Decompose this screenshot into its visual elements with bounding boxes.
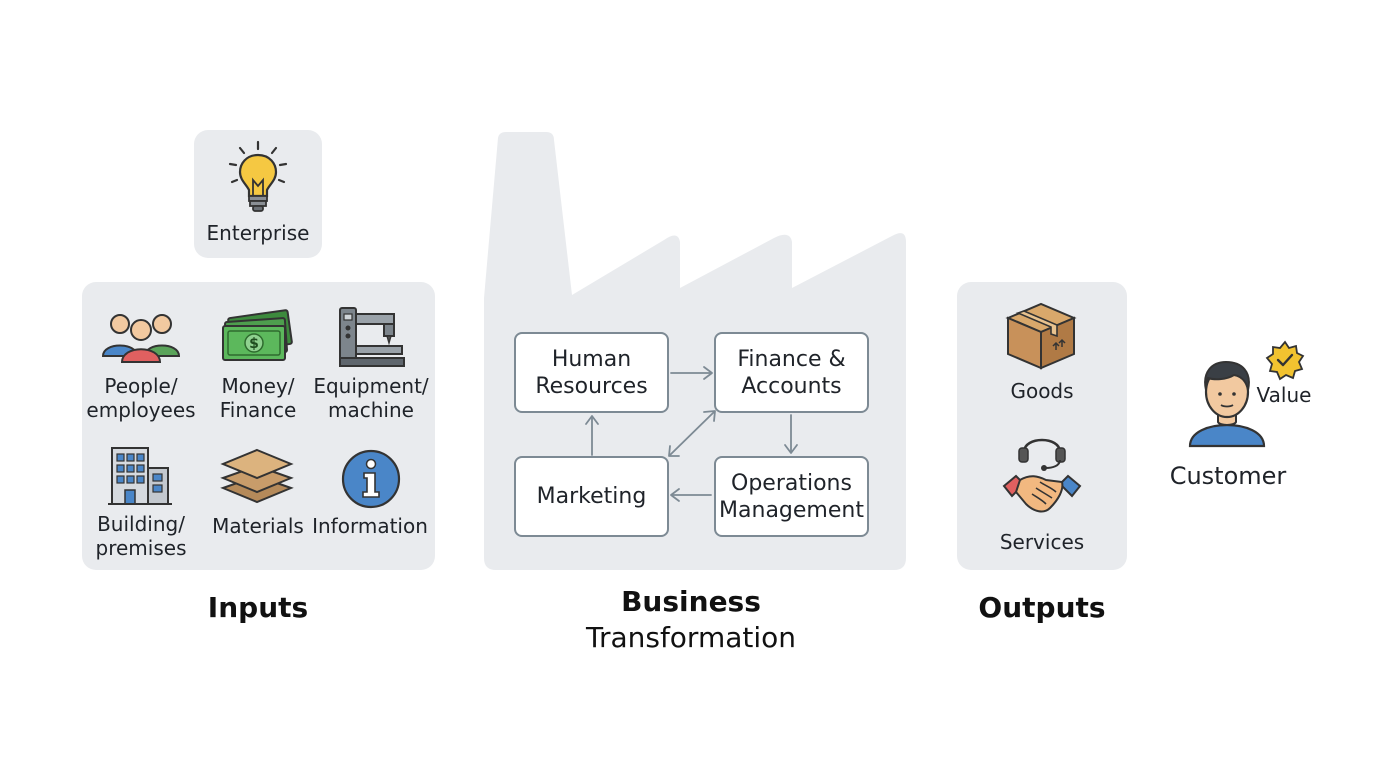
building-icon <box>108 447 172 505</box>
handshake-icon <box>1002 438 1082 513</box>
materials-icon <box>220 448 294 504</box>
value-label: Value <box>1256 383 1312 407</box>
transformation-caption-line2: Transformation <box>585 621 797 654</box>
lightbulb-icon <box>228 140 288 212</box>
svg-text:$: $ <box>249 336 259 352</box>
input-label-building: Building/ premises <box>95 512 187 560</box>
input-label-people: People/ employees <box>86 374 196 422</box>
money-icon: $ <box>222 309 293 361</box>
value-badge-icon <box>1265 340 1305 381</box>
inputs-caption: Inputs <box>207 591 309 624</box>
people-icon <box>101 314 181 363</box>
transformation-caption-line1: Business <box>621 585 761 618</box>
output-label-services: Services <box>999 530 1085 554</box>
machine-icon <box>339 307 405 367</box>
customer-icon <box>1188 360 1266 448</box>
information-icon <box>341 449 401 509</box>
box-finance-accounts: Finance & Accounts <box>714 332 869 413</box>
outputs-caption: Outputs <box>978 591 1106 624</box>
output-label-goods: Goods <box>1010 379 1074 403</box>
customer-label: Customer <box>1169 462 1287 490</box>
input-label-information: Information <box>312 514 428 538</box>
box-operations-management: Operations Management <box>714 456 869 537</box>
enterprise-label: Enterprise <box>206 221 310 245</box>
input-label-money: Money/ Finance <box>219 374 297 422</box>
box-icon <box>1005 302 1077 370</box>
box-human-resources: Human Resources <box>514 332 669 413</box>
input-label-materials: Materials <box>212 514 304 538</box>
input-label-machine: Equipment/ machine <box>313 374 429 422</box>
box-marketing: Marketing <box>514 456 669 537</box>
